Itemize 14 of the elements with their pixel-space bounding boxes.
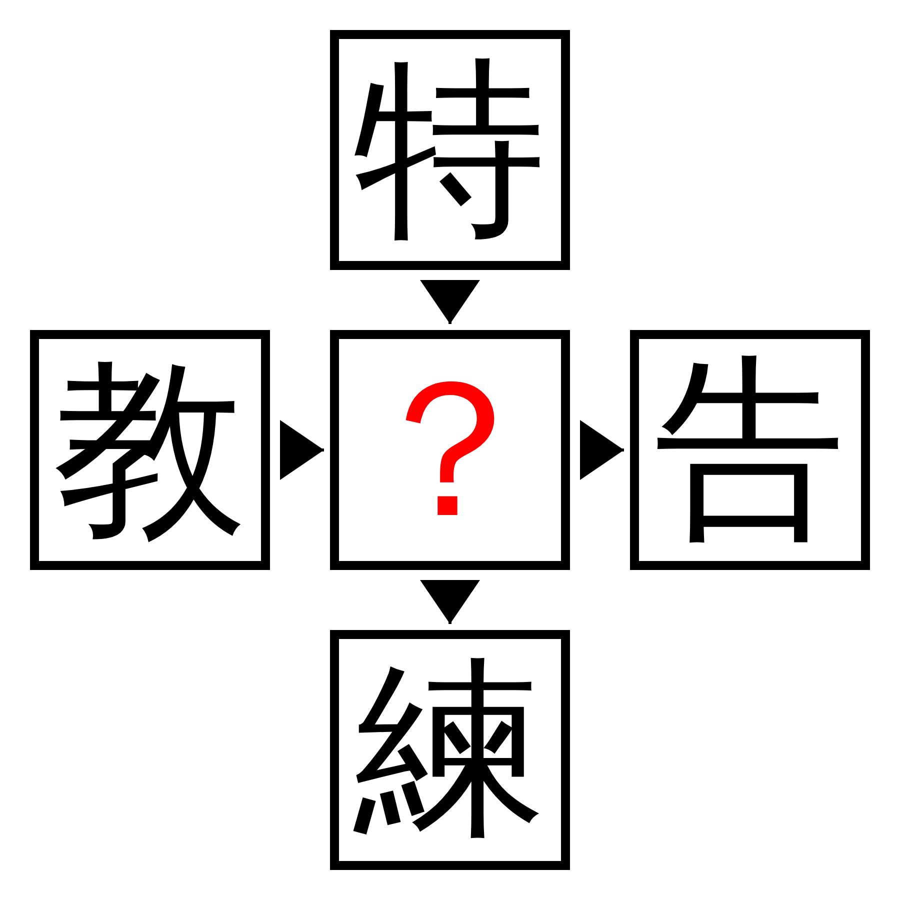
character-text: 教 (54, 354, 246, 546)
character-box (630, 330, 870, 570)
character-text: 告 (654, 354, 846, 546)
arrow (280, 420, 324, 480)
character-box (30, 330, 270, 570)
character-box (330, 330, 570, 570)
arrow (580, 420, 624, 480)
character-text: 練 (354, 654, 546, 846)
question-mark-text: ？ (354, 354, 546, 546)
character-box (330, 630, 570, 870)
arrow (420, 280, 480, 324)
character-box (330, 30, 570, 270)
character-text: 特 (354, 54, 546, 246)
arrow (420, 580, 480, 624)
